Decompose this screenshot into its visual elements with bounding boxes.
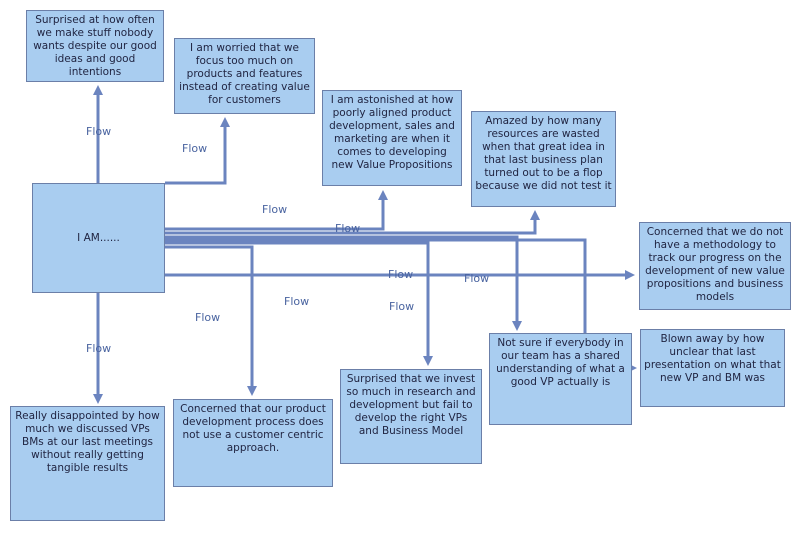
flow-label: Flow: [182, 142, 208, 155]
node-not-customer-centric[interactable]: Concerned that our product development p…: [173, 399, 333, 487]
flow-connector: [165, 241, 433, 366]
flow-label: Flow: [388, 268, 414, 281]
node-make-stuff-nobody-wants[interactable]: Surprised at how often we make stuff nob…: [26, 10, 164, 82]
flow-label: Flow: [464, 272, 490, 285]
node-text: Amazed by how many resources are wasted …: [475, 115, 612, 192]
flow-connector: [165, 235, 522, 331]
flow-label: Flow: [86, 125, 112, 138]
node-text: Surprised that we invest so much in rese…: [346, 373, 476, 437]
flow-connector: [165, 117, 230, 185]
flow-connector: [165, 210, 540, 235]
node-text: I am astonished at how poorly aligned pr…: [329, 94, 455, 171]
node-text: Surprised at how often we make stuff nob…: [33, 14, 157, 78]
flow-label: Flow: [86, 342, 112, 355]
flow-connector: [165, 245, 257, 396]
node-disappointed-meetings[interactable]: Really disappointed by how much we discu…: [10, 406, 165, 521]
node-text: Concerned that our product development p…: [180, 403, 326, 454]
node-unclear-presentation[interactable]: Blown away by how unclear that last pres…: [640, 329, 785, 407]
node-shared-understanding[interactable]: Not sure if everybody in our team has a …: [489, 333, 632, 425]
flow-label: Flow: [284, 295, 310, 308]
node-text: Concerned that we do not have a methodol…: [645, 226, 785, 303]
node-no-methodology[interactable]: Concerned that we do not have a methodol…: [639, 222, 791, 310]
node-worried-products-features[interactable]: I am worried that we focus too much on p…: [174, 38, 315, 114]
node-text: Blown away by how unclear that last pres…: [644, 333, 781, 384]
flow-label: Flow: [262, 203, 288, 216]
node-invest-research[interactable]: Surprised that we invest so much in rese…: [340, 369, 482, 464]
center-node-label: I AM......: [77, 231, 120, 244]
node-text: I am worried that we focus too much on p…: [179, 42, 310, 106]
node-text: Really disappointed by how much we discu…: [15, 410, 160, 474]
flow-connector: [165, 190, 388, 231]
center-node[interactable]: I AM......: [32, 183, 165, 293]
flow-label: Flow: [195, 311, 221, 324]
flow-label: Flow: [335, 222, 361, 235]
node-text: Not sure if everybody in our team has a …: [496, 337, 625, 388]
node-resources-wasted[interactable]: Amazed by how many resources are wasted …: [471, 111, 616, 207]
node-poorly-aligned[interactable]: I am astonished at how poorly aligned pr…: [322, 90, 462, 186]
flow-label: Flow: [389, 300, 415, 313]
